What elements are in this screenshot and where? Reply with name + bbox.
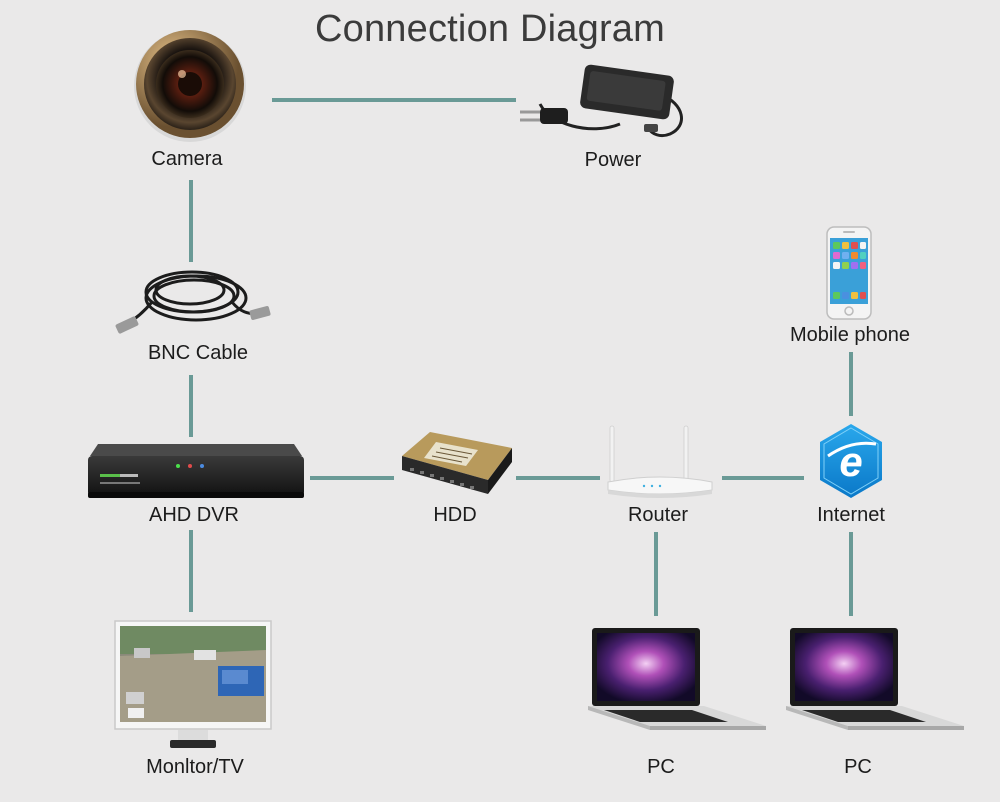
power-adapter-icon: [520, 64, 683, 138]
monitor-label: Monltor/TV: [146, 756, 244, 778]
dvr-label: AHD DVR: [148, 504, 239, 526]
router-label: Router: [627, 504, 689, 526]
pc-right-label: PC: [844, 756, 872, 778]
pc-laptop-icon: [786, 628, 964, 730]
dvr-icon: [88, 444, 304, 498]
pc-laptop-icon: [588, 628, 766, 730]
hdd-label: HDD: [433, 504, 477, 526]
hdd-icon: [402, 432, 512, 494]
internet-label: Internet: [817, 504, 885, 526]
camera-label: Camera: [151, 148, 223, 170]
pc-left-label: PC: [647, 756, 675, 778]
mobile-phone-icon: [826, 226, 872, 320]
svg-text:e: e: [839, 438, 862, 485]
internet-explorer-icon: e: [820, 424, 882, 498]
mobile-phone-label: Mobile phone: [789, 324, 911, 346]
router-icon: [607, 425, 713, 498]
power-label: Power: [584, 149, 642, 171]
bnc-cable-icon: [115, 270, 271, 334]
diagram-title: Connection Diagram: [315, 8, 665, 50]
bnc-cable-label: BNC Cable: [147, 342, 249, 364]
camera-icon: [134, 30, 246, 142]
monitor-tv-icon: [114, 620, 272, 748]
